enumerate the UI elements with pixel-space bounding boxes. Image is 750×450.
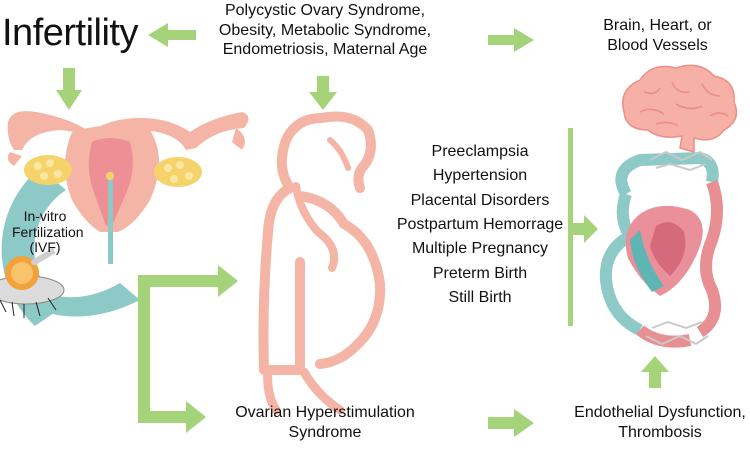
complication-item: Hypertension [432,167,528,185]
uterus-illustration [7,111,249,264]
ivf-label: In-vitro Fertilization (IVF) [12,208,84,256]
endothelial-label-line: Thrombosis [618,423,702,441]
complication-item: Placental Disorders [410,191,550,209]
ohss-label-line: Syndrome [288,423,362,441]
pregnancy-complications-list: Preeclampsia Hypertension Placental Diso… [385,140,575,310]
petri-dish-illustration [0,248,65,318]
brain-heart-vessels-label: Brain, Heart, or Blood Vessels [570,16,745,55]
arrow-bracket-to-heart [573,215,598,243]
brain-label-line: Blood Vessels [607,36,708,54]
pregnant-woman-illustration [258,111,386,415]
brain-icon [622,64,738,153]
ivf-label-line: In-vitro [23,208,67,224]
vertical-bracket [568,128,573,326]
arrow-infertility-down [56,68,82,110]
causes-line: Obesity, Metabolic Syndrome, [218,21,432,39]
complication-item: Preeclampsia [431,143,529,160]
complication-item: Still Birth [448,288,512,306]
arrow-causes-down [309,76,337,110]
brain-label-line: Brain, Heart, or [603,17,712,34]
ohss-label: Ovarian Hyperstimulation Syndrome [205,403,445,442]
infertility-title: Infertility [2,12,138,54]
causes-label: Polycystic Ovary Syndrome, Obesity, Meta… [200,1,450,60]
ohss-label-line: Ovarian Hyperstimulation [235,404,415,421]
heart-vessels-illustration [599,150,723,348]
endothelial-label: Endothelial Dysfunction, Thrombosis [560,403,750,442]
arrow-causes-to-infertility [148,23,196,47]
complication-item: Multiple Pregnancy [411,240,549,258]
causes-line: Endometriosis, Maternal Age [222,41,428,59]
complication-item: Preterm Birth [432,264,528,282]
endothelial-label-line: Endothelial Dysfunction, [574,404,746,421]
ivf-arc-lower [10,282,140,317]
arrow-endothelial-up [641,356,669,388]
complication-item: Postpartum Hemorrage [396,215,564,233]
arrow-ivf-branch [138,265,238,433]
causes-line: Polycystic Ovary Syndrome, [224,2,426,19]
ivf-label-line: Fertilization [12,223,84,240]
ivf-label-line: (IVF) [29,239,61,256]
arrow-ohss-to-endothelial [488,409,534,437]
arrow-causes-to-brain [488,28,534,52]
